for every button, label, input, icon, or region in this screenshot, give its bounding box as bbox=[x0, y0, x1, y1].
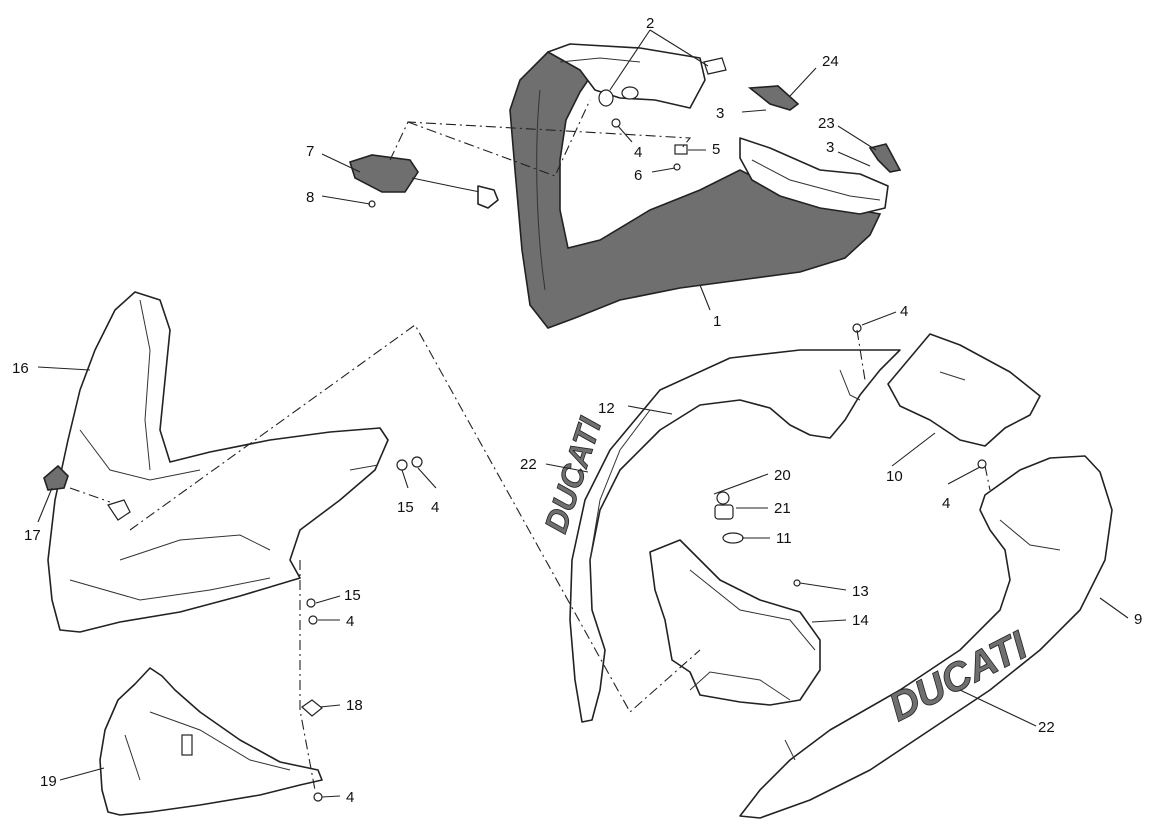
callout-4: 4 bbox=[346, 613, 354, 630]
callout-4: 4 bbox=[431, 499, 439, 516]
callout-10: 10 bbox=[886, 468, 903, 485]
callout-20: 20 bbox=[774, 467, 791, 484]
callout-1: 1 bbox=[713, 313, 721, 330]
callout-3: 3 bbox=[826, 139, 834, 156]
callout-24: 24 bbox=[822, 53, 839, 70]
callout-4: 4 bbox=[346, 789, 354, 806]
callout-18: 18 bbox=[346, 697, 363, 714]
callout-6: 6 bbox=[634, 167, 642, 184]
part-1-upper-fairing bbox=[509, 43, 889, 329]
leader-lines bbox=[37, 29, 1129, 798]
callout-4: 4 bbox=[900, 303, 908, 320]
hardware-20-21-11 bbox=[714, 491, 744, 544]
hardware-top bbox=[368, 57, 902, 208]
callout-5: 5 bbox=[712, 141, 720, 158]
callout-7: 7 bbox=[306, 143, 314, 160]
callout-17: 17 bbox=[24, 527, 41, 544]
callout-23: 23 bbox=[818, 115, 835, 132]
part-14-inner-bracket bbox=[649, 539, 821, 706]
callout-12: 12 bbox=[598, 400, 615, 417]
callout-labels: 2 24 3 23 3 4 5 6 7 8 1 16 17 15 4 15 4 … bbox=[12, 15, 1142, 806]
callout-2: 2 bbox=[646, 15, 654, 32]
callout-4: 4 bbox=[634, 144, 642, 161]
callout-11: 11 bbox=[776, 530, 792, 547]
callout-15: 15 bbox=[344, 587, 361, 604]
callout-14: 14 bbox=[852, 612, 869, 629]
callout-21: 21 bbox=[774, 500, 791, 517]
callout-22: 22 bbox=[520, 456, 537, 473]
part-10-panel-cover bbox=[887, 333, 1041, 447]
part-17-reflector bbox=[43, 464, 69, 491]
callout-8: 8 bbox=[306, 189, 314, 206]
callout-16: 16 bbox=[12, 360, 29, 377]
callout-13: 13 bbox=[852, 583, 869, 600]
part-19-lower-bracket bbox=[99, 667, 323, 816]
callout-22: 22 bbox=[1038, 719, 1055, 736]
callout-3: 3 bbox=[716, 105, 724, 122]
part-7-turn-signal bbox=[348, 154, 499, 209]
side-fairing-logo: DUCATI bbox=[882, 623, 1035, 730]
callout-9: 9 bbox=[1134, 611, 1142, 628]
alignment-lines bbox=[69, 99, 991, 791]
part-16-left-fairing bbox=[47, 291, 389, 633]
callout-15: 15 bbox=[397, 499, 414, 516]
callout-4: 4 bbox=[942, 495, 950, 512]
callout-19: 19 bbox=[40, 773, 57, 790]
